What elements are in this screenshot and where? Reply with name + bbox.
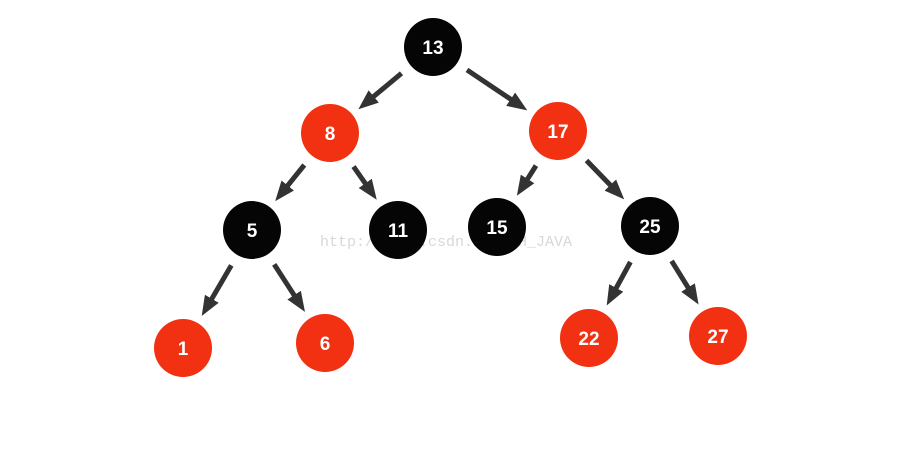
node-label: 5 — [247, 221, 258, 242]
node-circle-red — [154, 319, 212, 377]
tree-node-1: 1 — [154, 319, 212, 377]
edge-n17-n15 — [516, 164, 539, 196]
edge-n13-n17 — [465, 67, 528, 111]
tree-node-25: 25 — [621, 197, 679, 255]
tree-node-13: 13 — [404, 18, 462, 76]
node-label: 1 — [178, 339, 189, 360]
node-label: 15 — [486, 218, 508, 239]
node-label: 6 — [320, 334, 331, 355]
node-circle-red — [560, 309, 618, 367]
tree-node-6: 6 — [296, 314, 354, 372]
edge-n13-n8 — [358, 71, 404, 110]
node-circle-black — [369, 201, 427, 259]
edge-n5-n1 — [201, 264, 234, 317]
tree-node-22: 22 — [560, 309, 618, 367]
node-circle-black — [223, 201, 281, 259]
tree-node-5: 5 — [223, 201, 281, 259]
watermark-text: http://blog.csdn.net/QH_JAVA — [320, 234, 572, 251]
node-label: 27 — [707, 327, 728, 348]
node-label: 13 — [422, 38, 443, 59]
node-circle-red — [301, 104, 359, 162]
node-label: 17 — [547, 122, 568, 143]
node-label: 8 — [325, 124, 336, 145]
tree-node-11: 11 — [369, 201, 427, 259]
node-label: 11 — [388, 221, 409, 242]
node-circle-red — [296, 314, 354, 372]
edge-n8-n11 — [351, 165, 377, 200]
node-label: 22 — [578, 329, 599, 350]
node-circle-black — [621, 197, 679, 255]
edge-n5-n6 — [272, 263, 305, 312]
node-circle-red — [529, 102, 587, 160]
tree-node-15: 15 — [468, 198, 526, 256]
node-circle-black — [468, 198, 526, 256]
edge-n8-n5 — [275, 163, 307, 202]
edges-layer — [201, 67, 699, 317]
node-label: 25 — [639, 217, 661, 238]
tree-node-8: 8 — [301, 104, 359, 162]
nodes-layer: 13 8 17 5 11 15 25 1 6 22 27 — [154, 18, 747, 377]
node-circle-red — [689, 307, 747, 365]
edge-n25-n27 — [669, 259, 699, 305]
edge-n17-n25 — [584, 158, 625, 200]
node-circle-black — [404, 18, 462, 76]
edge-n25-n22 — [606, 260, 633, 306]
tree-node-27: 27 — [689, 307, 747, 365]
tree-node-17: 17 — [529, 102, 587, 160]
